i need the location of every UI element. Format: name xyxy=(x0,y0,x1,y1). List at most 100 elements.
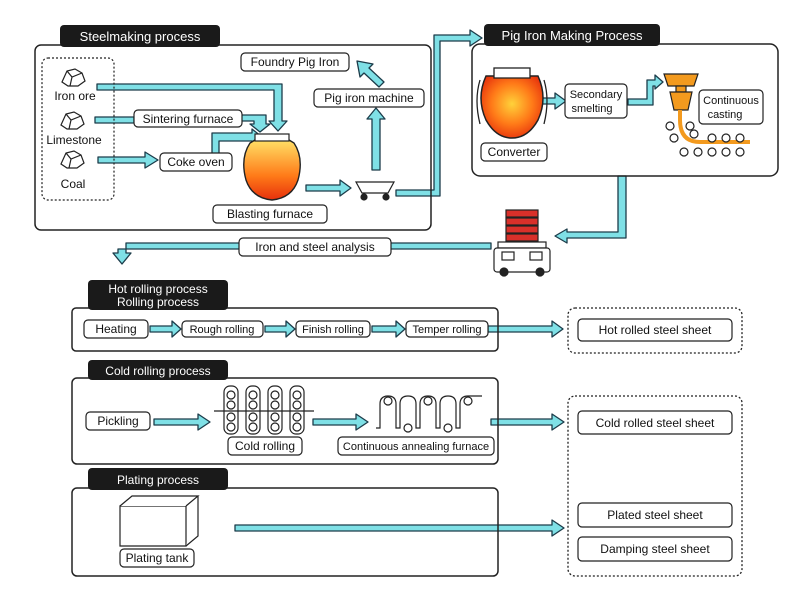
sintering-furnace-label: Sintering furnace xyxy=(143,112,234,126)
steelmaking-title: Steelmaking process xyxy=(80,29,201,44)
blast-furnace-icon xyxy=(243,133,301,201)
secondary-smelting-label-2: smelting xyxy=(572,103,613,115)
hot-rolling-section: Hot rolling process Rolling process Heat… xyxy=(71,280,499,352)
blasting-furnace-box xyxy=(212,204,328,224)
arrow-up-to-pig-machine xyxy=(366,107,386,171)
damping-output-box xyxy=(577,536,733,562)
arrow-steel-to-pigiron xyxy=(395,29,483,197)
temper-rolling-label: Temper rolling xyxy=(412,324,481,336)
finish-rolling-label: Finish rolling xyxy=(302,324,364,336)
analysis-box xyxy=(238,237,392,257)
cold-rolling-header xyxy=(88,360,228,380)
hot-output-group xyxy=(567,307,743,354)
arrow-hot-output xyxy=(487,320,564,338)
rough-rolling-label: Rough rolling xyxy=(190,324,255,336)
temper-rolling-box xyxy=(405,320,489,338)
converter-label: Converter xyxy=(488,145,541,159)
coal-label: Coal xyxy=(61,177,86,191)
cold-rolling-panel xyxy=(71,377,499,465)
hot-rolling-panel xyxy=(71,307,499,352)
continuous-casting-label-2: casting xyxy=(708,109,743,121)
arrow-heat-rough xyxy=(149,320,182,338)
limestone-icon xyxy=(60,111,85,130)
annealing-label: Continuous annealing furnace xyxy=(343,441,489,453)
arrow-pigiron-to-truck xyxy=(554,175,627,244)
plated-output-box xyxy=(577,502,733,528)
raw-materials-group xyxy=(41,57,115,201)
plating-tank-icon xyxy=(119,495,200,547)
pig-iron-title: Pig Iron Making Process xyxy=(502,28,643,43)
pig-iron-cart-icon xyxy=(354,181,396,201)
cold-rolling-label: Cold rolling xyxy=(235,439,295,453)
annealing-furnace-icon xyxy=(376,395,482,433)
plating-section: Plating process Plating tank xyxy=(71,468,499,577)
coal-icon xyxy=(60,150,85,169)
cold-output-label: Cold rolled steel sheet xyxy=(596,416,715,430)
cold-output-box xyxy=(577,410,733,435)
coke-oven-label: Coke oven xyxy=(167,155,224,169)
arrow-cold-output xyxy=(490,413,565,431)
continuous-casting-label-1: Continuous xyxy=(703,95,759,107)
arrow-pickling-cold xyxy=(153,413,211,431)
limestone-label: Limestone xyxy=(46,133,102,147)
outputs: Hot rolled steel sheet Cold rolled steel… xyxy=(567,307,743,577)
converter-icon xyxy=(476,67,548,139)
pickling-label: Pickling xyxy=(97,414,138,428)
plated-output-label: Plated steel sheet xyxy=(607,508,703,522)
blasting-furnace-label: Blasting furnace xyxy=(227,207,313,221)
steelmaking-header xyxy=(60,25,220,47)
arrow-furnace-to-machine xyxy=(305,179,352,197)
iron-ore-icon xyxy=(61,68,86,87)
plating-panel xyxy=(71,487,499,577)
heating-box xyxy=(83,319,149,339)
damping-output-label: Damping steel sheet xyxy=(600,542,710,556)
cold-plating-output-group xyxy=(567,395,743,577)
arrow-sintering-to-furnace xyxy=(239,114,271,133)
rough-rolling-box xyxy=(181,320,264,338)
pig-iron-machine-label: Pig iron machine xyxy=(324,91,414,105)
cold-rolling-section: Cold rolling process Pickling Cold rolli… xyxy=(71,360,499,465)
converter-box xyxy=(480,142,548,162)
foundry-pig-iron-box xyxy=(240,52,350,72)
arrow-finish-temper xyxy=(371,320,406,338)
plating-header xyxy=(88,468,228,490)
iron-ore-label: Iron ore xyxy=(54,89,96,103)
arrow-smelting-to-casting xyxy=(627,74,664,106)
arrow-cold-anneal xyxy=(312,413,369,431)
cold-rolling-mill-icon xyxy=(214,385,314,435)
flow-arrows xyxy=(94,29,664,537)
arrow-ore-to-furnace xyxy=(96,83,288,132)
arrow-plating-output xyxy=(234,519,565,537)
pig-iron-header xyxy=(484,24,660,46)
steelmaking-panel xyxy=(34,44,432,231)
secondary-smelting-label-1: Secondary xyxy=(570,89,623,101)
hot-rolling-title-1: Hot rolling process xyxy=(108,282,207,296)
heating-label: Heating xyxy=(95,322,136,336)
analysis-label: Iron and steel analysis xyxy=(255,240,374,254)
plating-title: Plating process xyxy=(117,473,199,487)
pig-iron-section: Pig Iron Making Process Converter Second… xyxy=(471,24,779,177)
delivery-truck-icon xyxy=(493,209,551,277)
cold-rolling-title: Cold rolling process xyxy=(105,364,210,378)
pig-iron-machine-box xyxy=(313,88,425,108)
steelmaking-section: Steelmaking process Iron ore Limestone C… xyxy=(34,25,432,231)
arrow-rough-finish xyxy=(264,320,296,338)
continuous-casting-box xyxy=(698,89,764,125)
secondary-smelting-box xyxy=(564,83,628,119)
cold-rolling-box xyxy=(227,436,303,456)
coke-oven-box xyxy=(159,152,233,172)
finish-rolling-box xyxy=(295,320,371,338)
arrow-to-foundry xyxy=(356,60,385,88)
continuous-caster-icon xyxy=(663,73,750,157)
arrow-converter-to-smelting xyxy=(539,92,567,110)
plating-tank-label: Plating tank xyxy=(126,551,190,565)
hot-output-label: Hot rolled steel sheet xyxy=(599,323,712,337)
hot-rolling-title-2: Rolling process xyxy=(117,295,199,309)
hot-output-box xyxy=(577,318,733,342)
arrow-coal-to-coke xyxy=(97,151,159,169)
hot-rolling-header xyxy=(88,280,228,310)
foundry-pig-iron-label: Foundry Pig Iron xyxy=(251,55,340,69)
pickling-box xyxy=(85,411,151,431)
sintering-furnace-box xyxy=(133,109,243,128)
